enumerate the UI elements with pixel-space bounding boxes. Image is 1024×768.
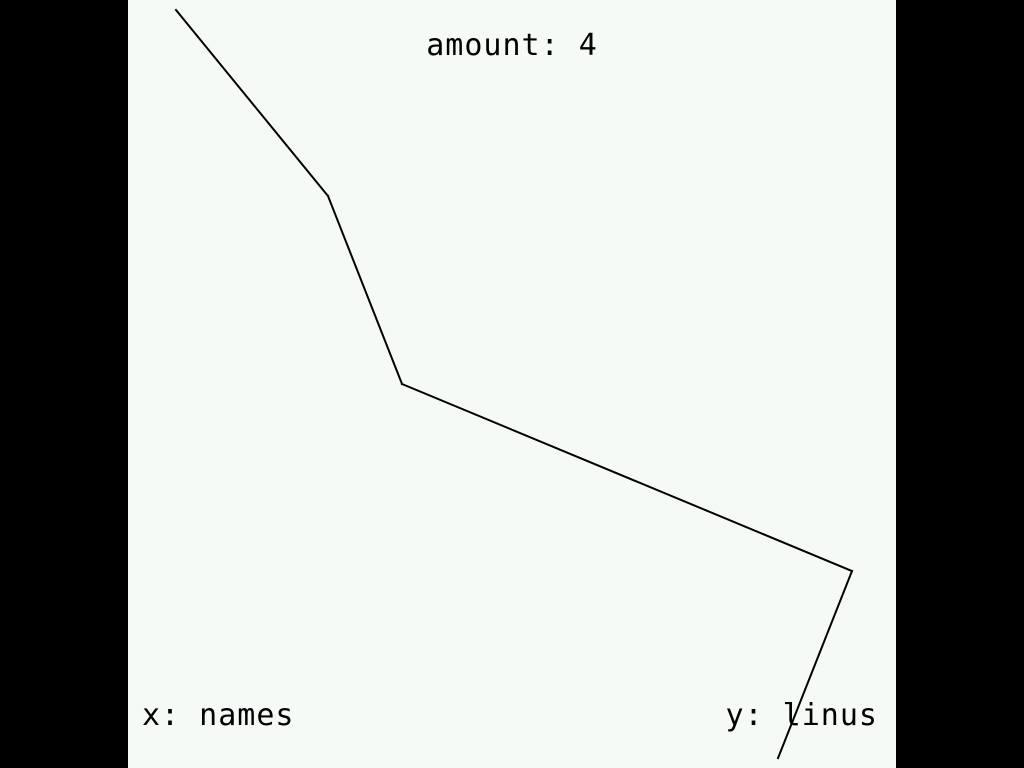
canvas-area: amount: 4 x: names y: linus <box>128 0 896 768</box>
series-0-segment-2 <box>400 382 854 573</box>
plot-area <box>174 8 854 760</box>
y-axis-label: y: linus <box>725 698 878 733</box>
x-axis-label: x: names <box>142 698 295 733</box>
series-0-segment-3 <box>776 569 854 760</box>
series-0-segment-0 <box>174 8 330 198</box>
series-0-segment-1 <box>326 194 404 386</box>
amount-label: amount: 4 <box>426 28 598 63</box>
